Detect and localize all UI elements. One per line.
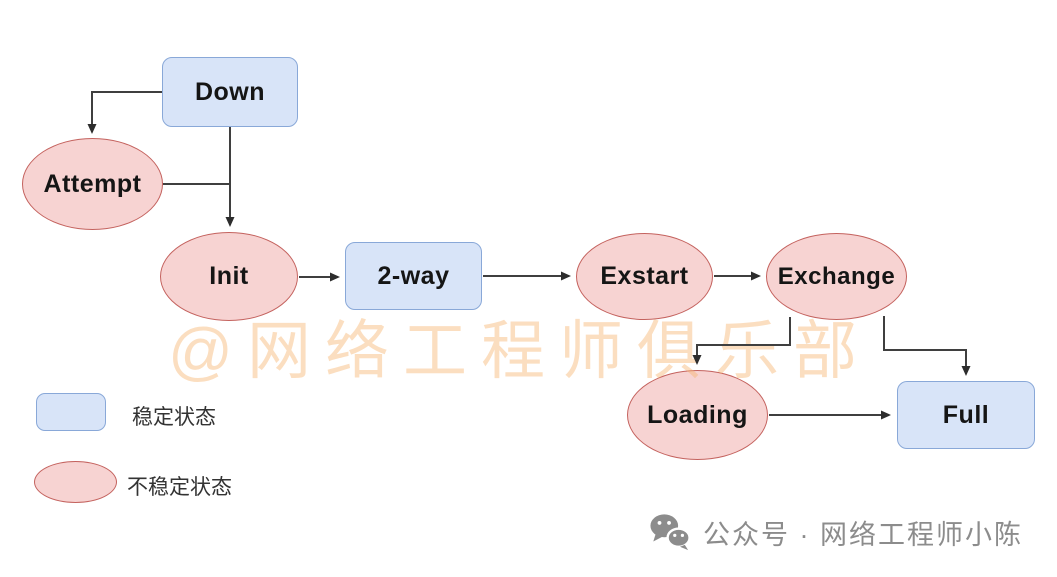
node-init: Init <box>160 232 298 321</box>
legend-swatch-unstable <box>34 461 117 503</box>
node-loading: Loading <box>627 370 768 460</box>
footer-text: 公众号 · 网络工程师小陈 <box>703 519 1023 550</box>
node-exstart: Exstart <box>576 233 713 320</box>
legend-label-stable: 稳定状态 <box>132 406 216 429</box>
footer: 公众号 · 网络工程师小陈 <box>649 512 1023 552</box>
legend-swatch-stable <box>36 393 106 431</box>
node-exchange: Exchange <box>766 233 907 320</box>
edge-down-attempt <box>87 91 162 134</box>
edge-exchange-full <box>883 316 971 376</box>
wechat-icon <box>650 514 691 551</box>
node-full: Full <box>897 381 1035 449</box>
node-down: Down <box>162 57 298 127</box>
watermark-text: @网络工程师俱乐部 <box>168 315 871 387</box>
node-attempt: Attempt <box>22 138 163 230</box>
legend-label-unstable: 不稳定状态 <box>127 476 232 499</box>
node-2way: 2-way <box>345 242 482 310</box>
